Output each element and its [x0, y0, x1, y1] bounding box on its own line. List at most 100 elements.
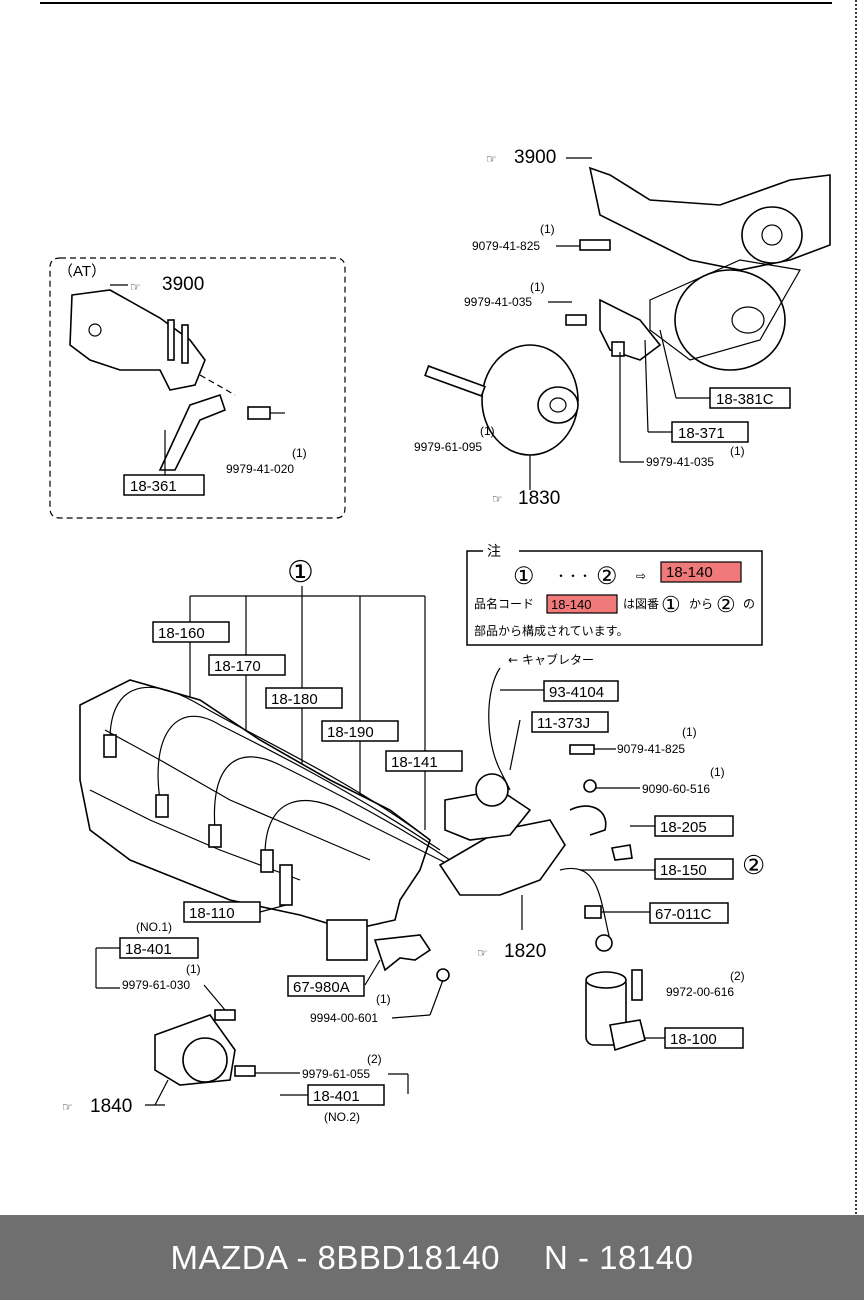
sensor-icon: [326, 919, 368, 961]
code-9079-41-825-top: 9079-41-825: [472, 239, 540, 253]
box-18-170: 18-170: [214, 658, 261, 675]
svg-text:☞: ☞: [486, 152, 497, 166]
svg-text:から: から: [689, 597, 713, 611]
long-bolt-icon: [424, 365, 486, 397]
svg-text:(1): (1): [186, 962, 201, 976]
box-93-4104: 93-4104: [549, 684, 604, 701]
at-ref-3900: 3900: [162, 274, 204, 295]
svg-text:(1): (1): [480, 424, 495, 438]
highlight-18-140-b: [546, 594, 618, 614]
svg-text:(1): (1): [376, 992, 391, 1006]
svg-text:・・・: ・・・: [555, 569, 591, 583]
engine-mount-bracket: [69, 289, 206, 391]
svg-text:☞: ☞: [492, 492, 503, 506]
bolt-icon: [247, 406, 271, 420]
svg-text:←: ←: [508, 653, 518, 667]
clamp-icon: [611, 844, 633, 861]
spark-plug-icon: [279, 864, 293, 906]
nut-icon: [436, 968, 450, 982]
box-18-190: 18-190: [327, 724, 374, 741]
bolt-icon: [565, 314, 587, 326]
top-ref-1830: 1830: [518, 488, 560, 509]
plug-boot-icon: [260, 849, 274, 873]
footer-ref: N - 18140: [544, 1238, 694, 1276]
nut-icon: [583, 779, 597, 793]
bolt-icon: [611, 341, 625, 357]
connector-icon: [584, 905, 602, 919]
carb-label: キャブレター: [522, 652, 594, 667]
at-tag: （AT）: [58, 263, 106, 280]
code-9994-00-601: 9994-00-601: [310, 1011, 378, 1025]
svg-text:18-140: 18-140: [666, 564, 713, 581]
svg-text:(2): (2): [730, 969, 745, 983]
svg-text:①: ①: [661, 592, 681, 617]
svg-text:②: ②: [716, 592, 736, 617]
svg-text:部品から構成されています。: 部品から構成されています。: [474, 623, 628, 638]
code-9079-41-825-bottom: 9079-41-825: [617, 742, 685, 756]
ref-1840: 1840: [90, 1096, 132, 1117]
plug-boot-icon: [208, 824, 222, 848]
code-9979-61-095: 9979-61-095: [414, 440, 482, 454]
code-9972-00-616: 9972-00-616: [666, 985, 734, 999]
code-9979-41-035-bottom: 9979-41-035: [646, 455, 714, 469]
bolt-icon: [214, 1009, 236, 1021]
box-18-371: 18-371: [678, 425, 725, 442]
footer-bar: MAZDA - 8BBD18140 N - 18140: [0, 1215, 864, 1300]
svg-text:(NO.2): (NO.2): [324, 1110, 360, 1124]
bottom-section: ① 18-160 18-170 18-180 18-190 18-141: [62, 556, 765, 1124]
box-18-100: 18-100: [670, 1031, 717, 1048]
svg-text:☞: ☞: [62, 1100, 73, 1114]
svg-text:(NO.1): (NO.1): [136, 920, 172, 934]
circle-2: ②: [742, 850, 765, 880]
svg-text:⇨: ⇨: [636, 569, 646, 583]
box-18-401-no2: 18-401: [313, 1088, 360, 1105]
code-9979-61-055: 9979-61-055: [302, 1067, 370, 1081]
box-18-110: 18-110: [189, 905, 235, 922]
bolt-icon: [631, 969, 643, 1001]
svg-text:②: ②: [596, 563, 618, 590]
box-11-373j: 11-373J: [537, 715, 590, 732]
at-18-361-label: 18-361: [130, 478, 177, 495]
code-9979-61-030: 9979-61-030: [122, 978, 190, 992]
footer-part-number: MAZDA - 8BBD18140: [170, 1238, 501, 1276]
box-67-011c: 67-011C: [655, 906, 712, 923]
svg-text:の: の: [743, 597, 755, 611]
box-18-150: 18-150: [660, 862, 707, 879]
code-9090-60-516: 9090-60-516: [642, 782, 710, 796]
box-18-160: 18-160: [158, 625, 205, 642]
plug-boot-icon: [155, 794, 169, 818]
svg-text:(1): (1): [540, 222, 555, 236]
box-18-180: 18-180: [271, 691, 318, 708]
pulley-large: [674, 269, 786, 371]
bolt-icon: [234, 1065, 256, 1077]
plug-boot-icon: [103, 734, 117, 758]
at-9979-41-020-label: 9979-41-020: [226, 462, 294, 476]
box-18-381c: 18-381C: [716, 391, 774, 408]
code-9979-41-035-top: 9979-41-035: [464, 295, 532, 309]
svg-text:☞: ☞: [477, 946, 488, 960]
parts-diagram: （AT） ☞ 3900 18-361 (1) 9979-41-020 ☞ 390…: [40, 0, 857, 1215]
svg-text:☞: ☞: [130, 280, 141, 294]
at-bracket-18-361: [158, 393, 226, 471]
svg-text:①: ①: [513, 563, 535, 590]
bolt-icon: [579, 239, 611, 251]
svg-text:(1): (1): [292, 446, 307, 460]
top-section: ☞ 3900 (1) 9079-41-825 (1) 9979-41-035 (…: [414, 147, 831, 509]
box-67-980a: 67-980A: [293, 979, 350, 996]
svg-text:(1): (1): [682, 725, 697, 739]
at-section: （AT） ☞ 3900 18-361 (1) 9979-41-020: [49, 257, 346, 519]
box-18-401-no1: 18-401: [125, 941, 172, 958]
pulley-small: [741, 206, 803, 264]
svg-text:(1): (1): [730, 444, 745, 458]
highlight-18-140-a: [660, 561, 742, 583]
engine-block: [79, 679, 431, 931]
svg-text:(1): (1): [530, 280, 545, 294]
top-ref-3900: 3900: [514, 147, 556, 168]
svg-text:(2): (2): [367, 1052, 382, 1066]
box-18-205: 18-205: [660, 819, 707, 836]
sensor-bracket-icon: [373, 934, 432, 972]
svg-text:18-140: 18-140: [551, 597, 591, 612]
clip-icon: [569, 805, 607, 836]
box-18-141: 18-141: [391, 754, 438, 771]
note-box: 注 ① ・・・ ② ⇨ 18-140 品名コード 18-140 は図番 ① から…: [466, 543, 763, 646]
